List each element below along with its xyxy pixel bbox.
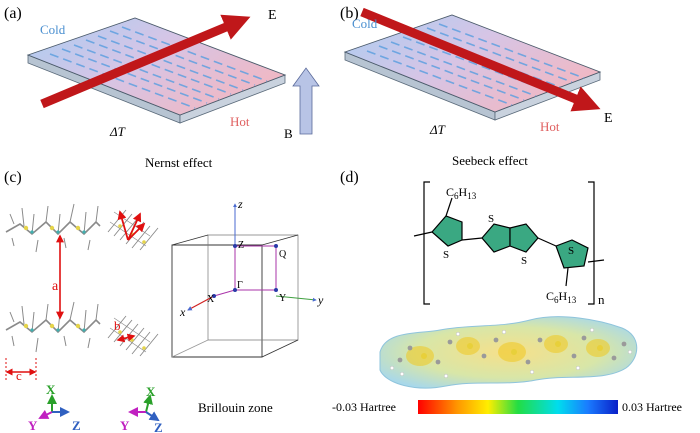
bracket-left bbox=[423, 181, 430, 305]
panel-a-plate bbox=[26, 17, 287, 124]
panel-b-label: (b) bbox=[340, 5, 359, 22]
panel-a: (a) Cold Hot ΔT E B Nernst effect bbox=[4, 5, 320, 170]
sulfur-4: S bbox=[568, 245, 574, 257]
axis-left-z: Z bbox=[72, 418, 81, 433]
panel-b-caption: Seebeck effect bbox=[452, 153, 528, 168]
polymer-chain-bottom bbox=[5, 301, 101, 353]
colorbar-max: 0.03 Hartree bbox=[622, 400, 682, 414]
axis-left-x: X bbox=[46, 382, 56, 397]
sub-top: C6H13 bbox=[446, 185, 477, 201]
stack-top-arrow-2 bbox=[127, 212, 142, 241]
bz-label-y-axis: y bbox=[317, 293, 324, 307]
panel-b-cold: Cold bbox=[352, 16, 378, 31]
panel-a-e-label: E bbox=[268, 8, 277, 23]
brillouin-zone bbox=[171, 234, 299, 358]
axis-right-x: X bbox=[146, 384, 156, 399]
lattice-c-label: c bbox=[16, 368, 22, 383]
panel-d-label: (d) bbox=[340, 169, 359, 186]
axis-right-y: Y bbox=[120, 418, 130, 433]
bz-points bbox=[212, 244, 278, 298]
colorbar-min: -0.03 Hartree bbox=[332, 400, 396, 414]
bond-left bbox=[413, 231, 433, 237]
panel-c: (c) a bbox=[4, 169, 324, 433]
panel-b: (b) Cold Hot ΔT E Seebeck effect bbox=[340, 5, 613, 168]
stack-top-arrow-1 bbox=[117, 210, 129, 241]
panel-a-hot: Hot bbox=[230, 114, 250, 129]
bz-label-Gamma: Γ bbox=[237, 280, 243, 291]
bz-label-Y: Y bbox=[279, 293, 286, 304]
potential-surface bbox=[379, 316, 638, 389]
panel-b-plate bbox=[343, 14, 602, 121]
panel-a-b-arrow bbox=[292, 67, 320, 135]
bz-label-X: X bbox=[207, 294, 215, 305]
lattice-b-arrow bbox=[116, 333, 136, 343]
panel-b-hot: Hot bbox=[540, 119, 560, 134]
bz-axis-x bbox=[187, 295, 215, 311]
panel-a-b-label: B bbox=[284, 126, 293, 141]
bond-right bbox=[587, 259, 605, 263]
panel-b-delta-t: ΔT bbox=[429, 122, 446, 137]
sulfur-3: S bbox=[521, 255, 527, 267]
thienothiophene-right bbox=[509, 223, 539, 253]
thiophene-left bbox=[431, 215, 463, 247]
bz-label-Z: Z bbox=[238, 240, 244, 251]
axes-triad-right: X Y Z bbox=[120, 384, 163, 433]
panel-a-cold: Cold bbox=[40, 22, 66, 37]
axes-triad-left: X Y Z bbox=[28, 382, 81, 433]
lattice-b-label: b bbox=[114, 318, 121, 333]
bz-label-z-axis: z bbox=[237, 197, 243, 211]
thiophene-right bbox=[555, 239, 589, 269]
lattice-a-label: a bbox=[52, 279, 59, 294]
stack-top-arrow-3 bbox=[127, 222, 146, 241]
panel-d: (d) n C6H13 S S S C6H13 S bbox=[332, 169, 682, 414]
bz-label-x-axis: x bbox=[179, 305, 186, 319]
panel-a-delta-t: ΔT bbox=[109, 124, 126, 139]
bz-axis-y bbox=[275, 295, 317, 302]
panel-c-label: (c) bbox=[4, 169, 22, 186]
panel-b-e-arrow bbox=[360, 7, 601, 112]
panel-a-label: (a) bbox=[4, 5, 22, 22]
bz-label-Q: Q bbox=[279, 249, 287, 260]
thienothiophene-left bbox=[481, 223, 511, 253]
sulfur-1: S bbox=[443, 249, 449, 261]
bracket-right bbox=[588, 181, 595, 305]
panel-c-caption: Brillouin zone bbox=[198, 400, 273, 415]
axis-left-y: Y bbox=[28, 418, 38, 433]
panel-b-e-label: E bbox=[604, 111, 613, 126]
sub-bottom: C6H13 bbox=[546, 289, 577, 305]
axis-right-z: Z bbox=[154, 420, 163, 433]
repeat-label: n bbox=[598, 292, 605, 307]
polymer-chain-top bbox=[5, 203, 101, 253]
panel-a-e-arrow bbox=[40, 14, 251, 109]
panel-a-caption: Nernst effect bbox=[145, 155, 213, 170]
sulfur-2: S bbox=[488, 213, 494, 225]
colorbar bbox=[418, 400, 618, 414]
